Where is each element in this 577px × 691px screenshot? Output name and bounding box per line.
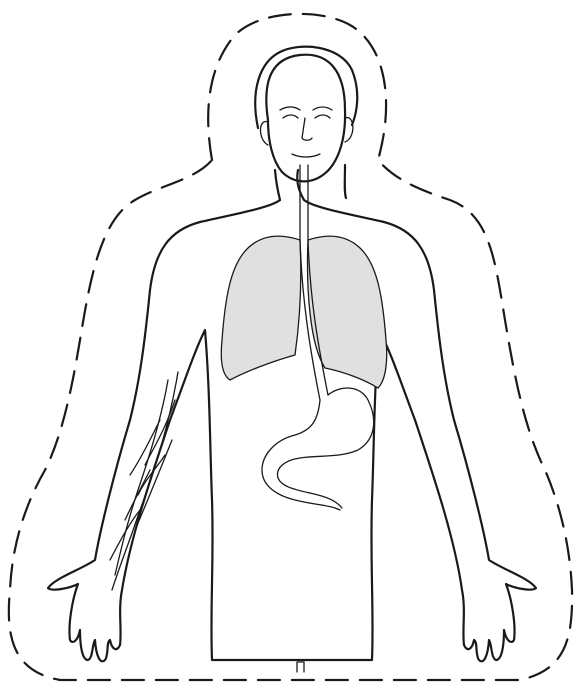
- right-eyebrow: [313, 107, 332, 110]
- left-eyebrow: [280, 107, 300, 110]
- right-ear: [345, 118, 353, 142]
- left-lung[interactable]: [221, 236, 300, 380]
- right-eye: [315, 115, 330, 118]
- nose: [302, 118, 312, 140]
- right-lung[interactable]: [308, 236, 387, 388]
- head-outline: [266, 55, 345, 182]
- left-eye: [283, 115, 298, 118]
- mouth: [292, 154, 320, 157]
- stomach[interactable]: [262, 388, 374, 510]
- left-ear: [261, 122, 269, 145]
- neck-left: [275, 170, 280, 200]
- neck-right: [345, 165, 346, 198]
- arm-veins: [110, 372, 178, 590]
- bottom-marker: [297, 662, 304, 672]
